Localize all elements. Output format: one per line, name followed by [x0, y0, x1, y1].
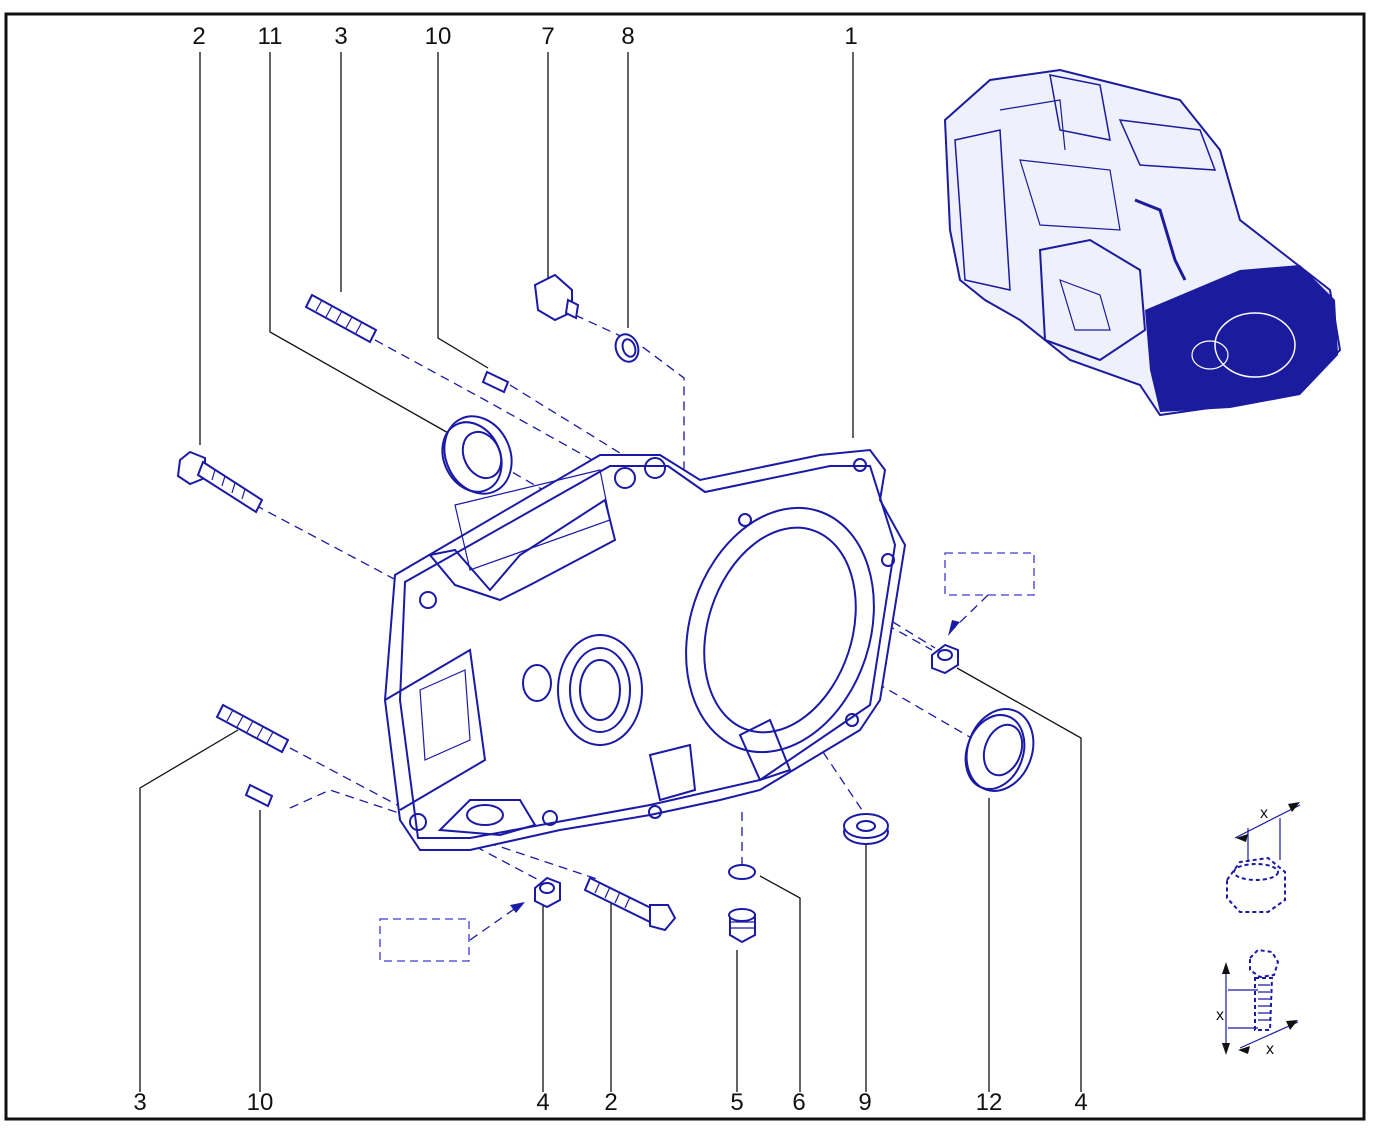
dimension-legend: x x x [1216, 802, 1301, 1058]
stud-part-3-lower [215, 703, 290, 754]
callout-top-10: 10 [425, 23, 452, 50]
nut-dimension-x: x [1260, 805, 1268, 822]
fitting-part-7 [533, 273, 580, 322]
bolt-part-2-lower [583, 876, 677, 932]
ring-part-9 [843, 813, 889, 845]
callout-bottom-4b: 4 [1074, 1089, 1087, 1116]
washer-part-6 [728, 864, 756, 880]
callout-bottom-2: 2 [604, 1089, 617, 1116]
arrow-head-right [948, 620, 960, 636]
transmission-thumbnail [943, 68, 1342, 417]
diagram-frame [4, 12, 1366, 1121]
callout-bottom-5: 5 [730, 1089, 743, 1116]
callout-bottom-4: 4 [536, 1089, 549, 1116]
arrow-head-left [510, 902, 525, 913]
callout-top-11: 11 [258, 23, 283, 50]
callout-top-7: 7 [541, 23, 554, 50]
housing-part-1 [383, 448, 907, 851]
callout-bottom-3: 3 [133, 1089, 146, 1116]
callout-bottom-9: 9 [858, 1089, 871, 1116]
bolt-width-x: x [1266, 1041, 1274, 1058]
nut-part-4-right [931, 643, 959, 675]
plug-part-5 [728, 908, 756, 944]
nut-part-4-lower [534, 876, 561, 909]
washer-part-8 [614, 333, 640, 363]
callout-bottom-6: 6 [792, 1089, 805, 1116]
seal-part-12 [964, 708, 1035, 792]
callout-top-1: 1 [844, 23, 857, 50]
callout-top-8: 8 [621, 23, 634, 50]
callout-top-2: 2 [192, 23, 205, 50]
reference-box-right [944, 552, 1035, 596]
dowel-part-10-lower [244, 783, 274, 808]
seal-part-11 [441, 415, 513, 495]
bolt-part-2-upper [176, 450, 264, 514]
leader-lines [139, 52, 1082, 1092]
callout-bottom-12: 12 [976, 1089, 1003, 1116]
callout-top-3: 3 [334, 23, 347, 50]
callout-bottom-10: 10 [247, 1089, 274, 1116]
stud-part-3-upper [304, 293, 378, 344]
reference-box-left [379, 918, 470, 962]
dowel-part-10-upper [481, 370, 510, 394]
bolt-length-x: x [1216, 1007, 1224, 1024]
